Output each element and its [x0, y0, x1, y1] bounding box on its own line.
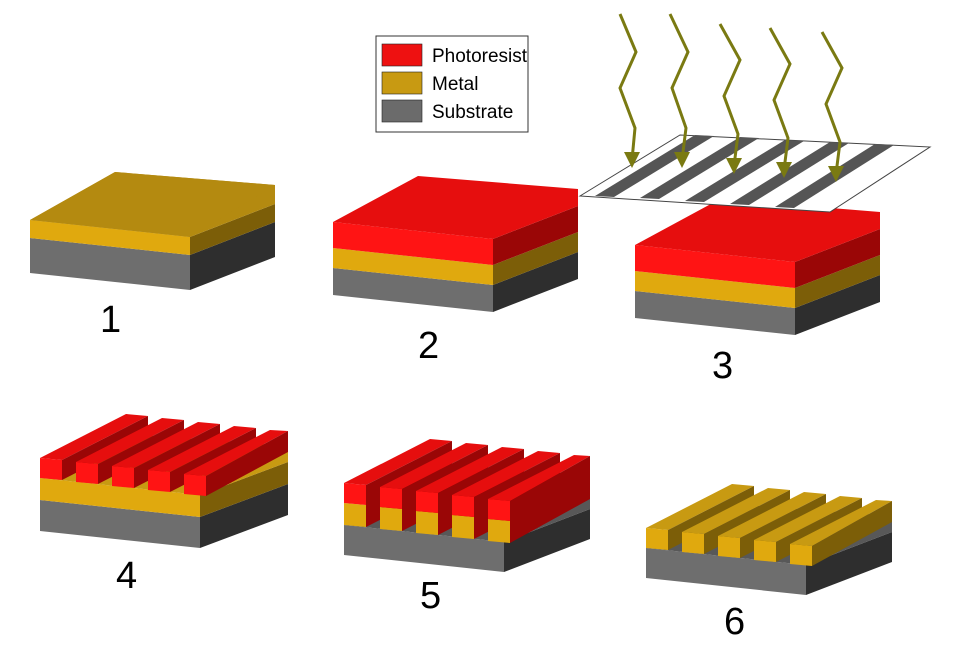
legend-label-metal: Metal	[432, 74, 478, 95]
metal-resist-lines	[344, 439, 590, 543]
light-ray-3	[718, 23, 742, 167]
uv-light-rays	[618, 13, 844, 175]
step-6-block	[646, 484, 892, 595]
metal-lines	[646, 484, 892, 566]
step-5-block	[344, 439, 590, 572]
step-label-2: 2	[418, 325, 439, 367]
step-1-block	[30, 172, 275, 290]
light-ray-2	[668, 13, 690, 161]
light-ray-5	[820, 31, 844, 175]
light-ray-1	[618, 13, 638, 161]
legend: Photoresist Metal Substrate	[375, 35, 529, 133]
step-label-6: 6	[724, 601, 745, 643]
step-3-block	[635, 199, 880, 335]
legend-label-substrate: Substrate	[432, 102, 513, 123]
legend-swatch-metal	[381, 71, 423, 95]
photomask	[578, 134, 932, 213]
light-ray-4	[768, 27, 792, 171]
light-ray-arrowheads	[624, 152, 844, 182]
step-2-block	[333, 176, 578, 312]
step-label-1: 1	[100, 299, 121, 341]
legend-swatch-substrate	[381, 99, 423, 123]
step-label-3: 3	[712, 345, 733, 387]
legend-swatch-photoresist	[381, 43, 423, 67]
legend-label-photoresist: Photoresist	[432, 46, 528, 67]
photoresist-lines	[40, 414, 288, 496]
step-4-block	[40, 414, 288, 548]
step-label-5: 5	[420, 575, 441, 617]
step-label-4: 4	[116, 555, 137, 597]
